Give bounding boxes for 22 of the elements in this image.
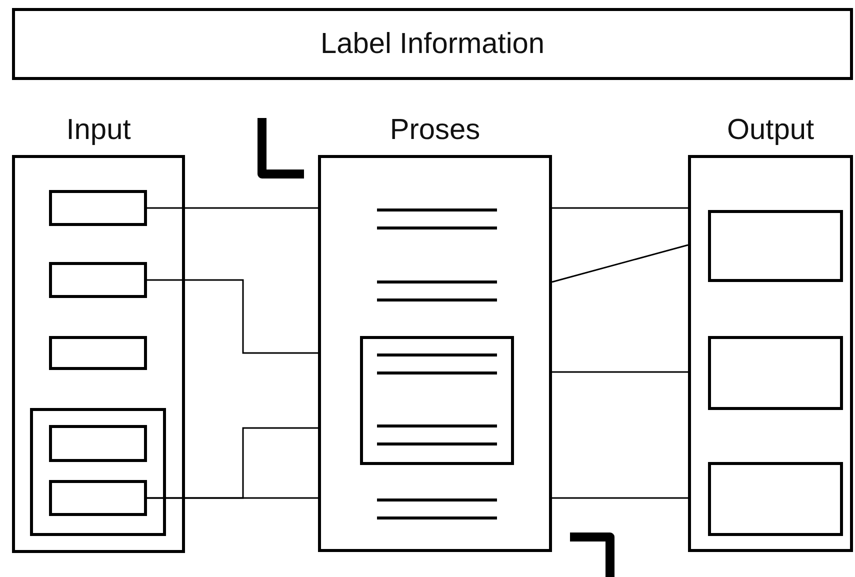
connector-line <box>147 427 318 499</box>
title-box <box>12 8 853 80</box>
connector-line <box>552 207 688 209</box>
connector-line <box>552 371 688 373</box>
empty-box <box>360 336 514 465</box>
panel-heading: Output <box>726 114 814 147</box>
connector-line <box>147 207 318 209</box>
connector-line <box>552 244 688 283</box>
empty-box <box>708 210 843 282</box>
empty-box <box>30 408 166 536</box>
panel-heading: Proses <box>390 114 480 147</box>
panel-heading: Input <box>66 114 131 147</box>
empty-box <box>49 262 147 298</box>
empty-box <box>49 480 147 516</box>
empty-box <box>708 336 843 410</box>
empty-box <box>49 190 147 226</box>
connector-line <box>147 279 318 354</box>
title-text: Label Information <box>320 28 545 60</box>
empty-box <box>708 462 843 536</box>
connector-line <box>552 497 688 499</box>
empty-box <box>49 425 147 462</box>
empty-box <box>49 336 147 370</box>
